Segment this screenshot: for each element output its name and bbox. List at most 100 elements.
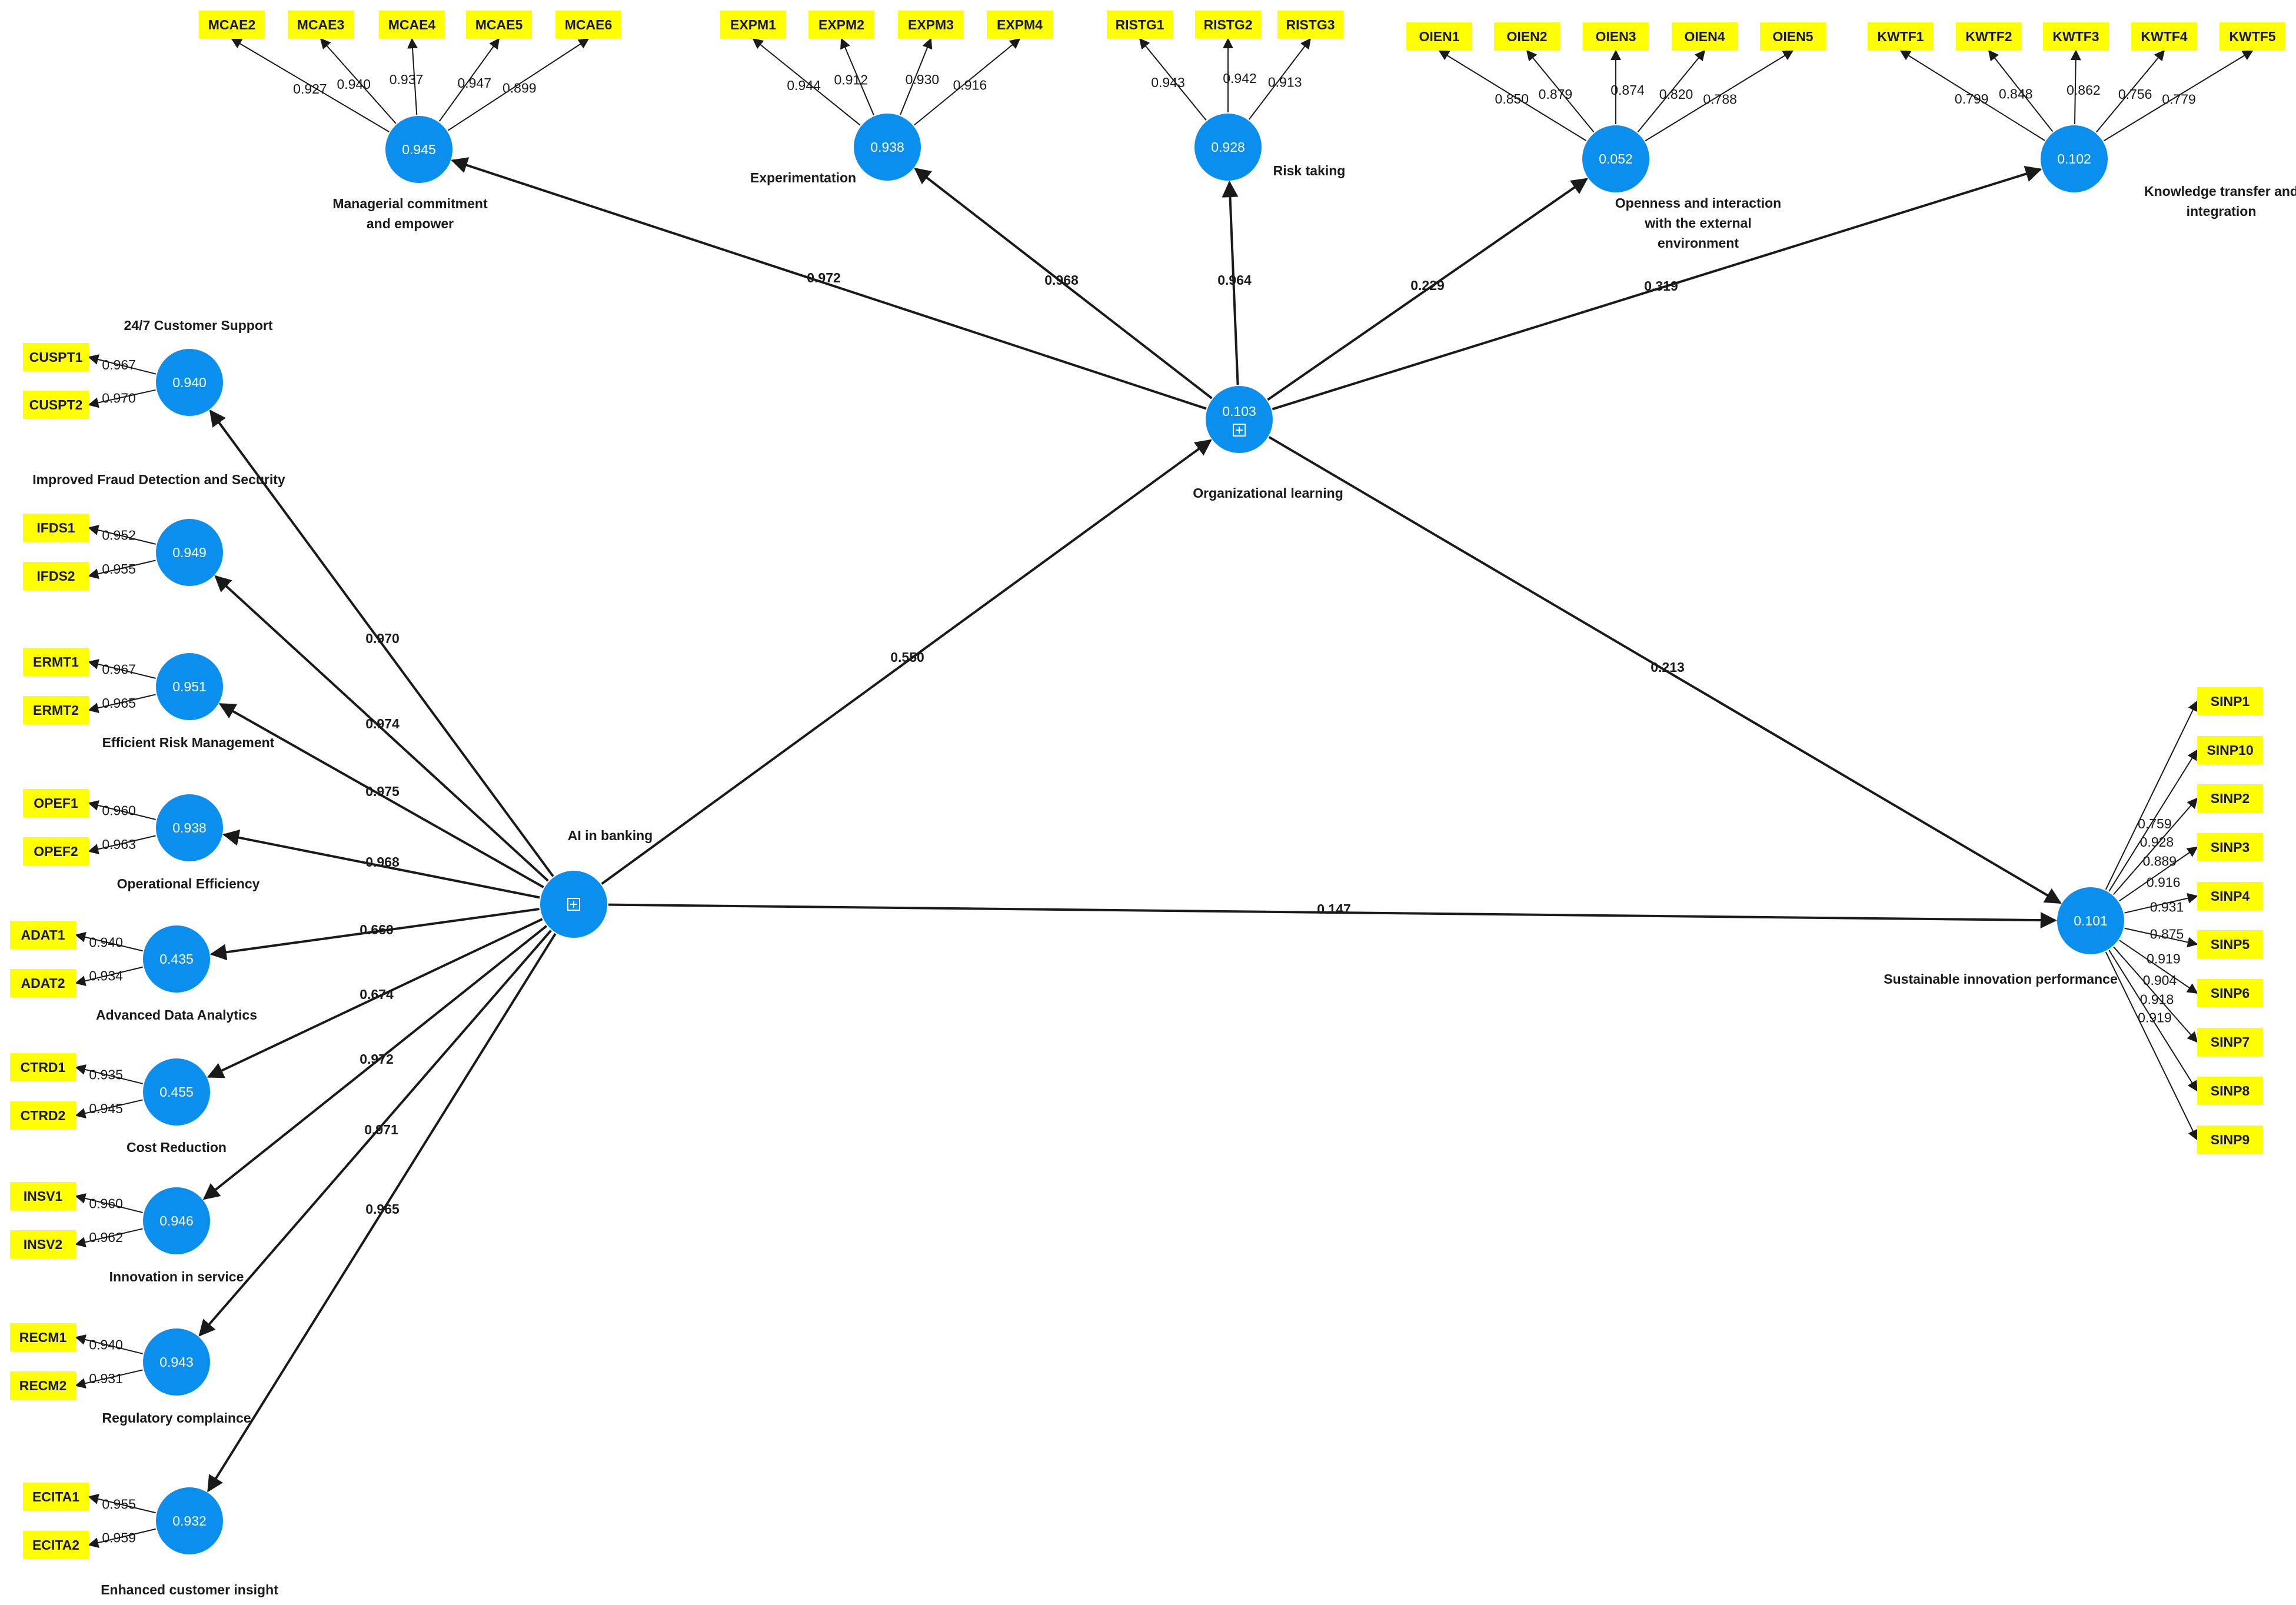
- indicator-kwtf2[interactable]: KWTF2: [1956, 22, 2022, 51]
- path-coefficient-ol-to-kwtf: 0.319: [1644, 278, 1678, 294]
- path-coefficient-aib-to-opef: 0.968: [365, 854, 400, 870]
- indicator-expm2[interactable]: EXPM2: [808, 11, 874, 39]
- indicator-ristg2[interactable]: RISTG2: [1195, 11, 1261, 39]
- indicator-oien1[interactable]: OIEN1: [1406, 22, 1472, 51]
- indicator-sinp9[interactable]: SINP9: [2197, 1126, 2263, 1154]
- loading-arrow-ifds1: [88, 525, 156, 545]
- indicator-insv1[interactable]: INSV1: [10, 1182, 76, 1210]
- indicator-ecita2[interactable]: ECITA2: [23, 1531, 89, 1559]
- indicator-oien5[interactable]: OIEN5: [1760, 22, 1826, 51]
- indicator-sinp4[interactable]: SINP4: [2197, 882, 2263, 910]
- indicator-label: EXPM1: [730, 17, 776, 32]
- indicator-expm3[interactable]: EXPM3: [898, 11, 964, 39]
- indicator-ctrd1[interactable]: CTRD1: [10, 1053, 76, 1081]
- indicator-ermt1[interactable]: ERMT1: [23, 648, 89, 676]
- indicator-ifds2[interactable]: IFDS2: [23, 562, 89, 590]
- indicator-mcae5[interactable]: MCAE5: [466, 11, 532, 39]
- indicator-ristg1[interactable]: RISTG1: [1107, 11, 1173, 39]
- indicator-sinp10[interactable]: SINP10: [2197, 736, 2263, 764]
- construct-r2-value: 0.435: [159, 951, 194, 967]
- indicator-kwtf5[interactable]: KWTF5: [2220, 22, 2285, 51]
- indicator-ifds1[interactable]: IFDS1: [23, 514, 89, 542]
- path-arrow-aib-to-cuspt: [209, 409, 554, 877]
- indicator-ctrd2[interactable]: CTRD2: [10, 1101, 76, 1130]
- indicator-sinp3[interactable]: SINP3: [2197, 833, 2263, 861]
- indicator-sinp2[interactable]: SINP2: [2197, 784, 2263, 813]
- construct-name: environment: [1658, 235, 1739, 251]
- indicator-adat1[interactable]: ADAT1: [10, 921, 76, 949]
- indicator-recm1[interactable]: RECM1: [10, 1323, 76, 1351]
- indicator-box: [2197, 784, 2263, 813]
- indicator-ecita1[interactable]: ECITA1: [23, 1483, 89, 1511]
- indicator-sinp8[interactable]: SINP8: [2197, 1077, 2263, 1105]
- construct-name: Sustainable innovation performance: [1884, 971, 2117, 987]
- indicator-ermt2[interactable]: ERMT2: [23, 696, 89, 724]
- construct-circle: [156, 349, 223, 416]
- indicator-oien4[interactable]: OIEN4: [1672, 22, 1738, 51]
- indicator-kwtf1[interactable]: KWTF1: [1868, 22, 1934, 51]
- indicator-sinp7[interactable]: SINP7: [2197, 1028, 2263, 1056]
- loading-value-mcae4: 0.937: [390, 72, 424, 87]
- indicator-opef2[interactable]: OPEF2: [23, 837, 89, 865]
- indicator-mcae3[interactable]: MCAE3: [288, 11, 354, 39]
- loading-value-ermt1: 0.967: [102, 662, 136, 677]
- loading-value-ecita2: 0.959: [102, 1530, 136, 1546]
- expand-icon[interactable]: [567, 898, 580, 911]
- loading-arrow-adat1: [75, 932, 143, 952]
- loading-arrow-oien5: [1645, 50, 1794, 142]
- indicator-kwtf4[interactable]: KWTF4: [2131, 22, 2197, 51]
- indicator-ristg3[interactable]: RISTG3: [1277, 11, 1343, 39]
- construct-circle: [156, 519, 223, 586]
- indicator-cuspt1[interactable]: CUSPT1: [23, 343, 89, 371]
- indicator-label: RISTG3: [1286, 17, 1335, 32]
- indicator-recm2[interactable]: RECM2: [10, 1371, 76, 1400]
- indicator-box: [1760, 22, 1826, 51]
- construct-r2-value: 0.943: [159, 1354, 194, 1370]
- loading-value-sinp2: 0.889: [2143, 853, 2177, 868]
- construct-aib[interactable]: AI in banking: [540, 828, 653, 938]
- loading-value-oien4: 0.820: [1659, 86, 1693, 102]
- indicator-cuspt2[interactable]: CUSPT2: [23, 391, 89, 419]
- indicator-sinp5[interactable]: SINP5: [2197, 930, 2263, 958]
- indicator-insv2[interactable]: INSV2: [10, 1230, 76, 1258]
- indicator-sinp6[interactable]: SINP6: [2197, 979, 2263, 1007]
- indicator-sinp1[interactable]: SINP1: [2197, 687, 2263, 715]
- indicator-box: [23, 696, 89, 724]
- indicator-opef1[interactable]: OPEF1: [23, 789, 89, 817]
- indicator-label: OIEN2: [1506, 29, 1547, 44]
- indicator-mcae6[interactable]: MCAE6: [555, 11, 621, 39]
- indicator-label: OIEN3: [1595, 29, 1636, 44]
- construct-r2-value: 0.103: [1222, 404, 1256, 419]
- indicator-expm4[interactable]: EXPM4: [987, 11, 1053, 39]
- loading-value-sinp3: 0.916: [2147, 874, 2181, 890]
- indicator-oien2[interactable]: OIEN2: [1494, 22, 1560, 51]
- indicator-mcae2[interactable]: MCAE2: [199, 11, 265, 39]
- expand-icon[interactable]: [1233, 424, 1246, 437]
- indicator-expm1[interactable]: EXPM1: [720, 11, 786, 39]
- indicator-adat2[interactable]: ADAT2: [10, 969, 76, 997]
- indicator-kwtf3[interactable]: KWTF3: [2043, 22, 2109, 51]
- indicator-mcae4[interactable]: MCAE4: [379, 11, 445, 39]
- construct-r2-value: 0.945: [402, 142, 436, 157]
- indicator-oien3[interactable]: OIEN3: [1583, 22, 1649, 51]
- indicator-box: [23, 514, 89, 542]
- path-coefficient-aib-to-sinp: 0.147: [1317, 901, 1351, 917]
- construct-name: Risk taking: [1273, 163, 1346, 178]
- construct-circle: [2057, 887, 2124, 954]
